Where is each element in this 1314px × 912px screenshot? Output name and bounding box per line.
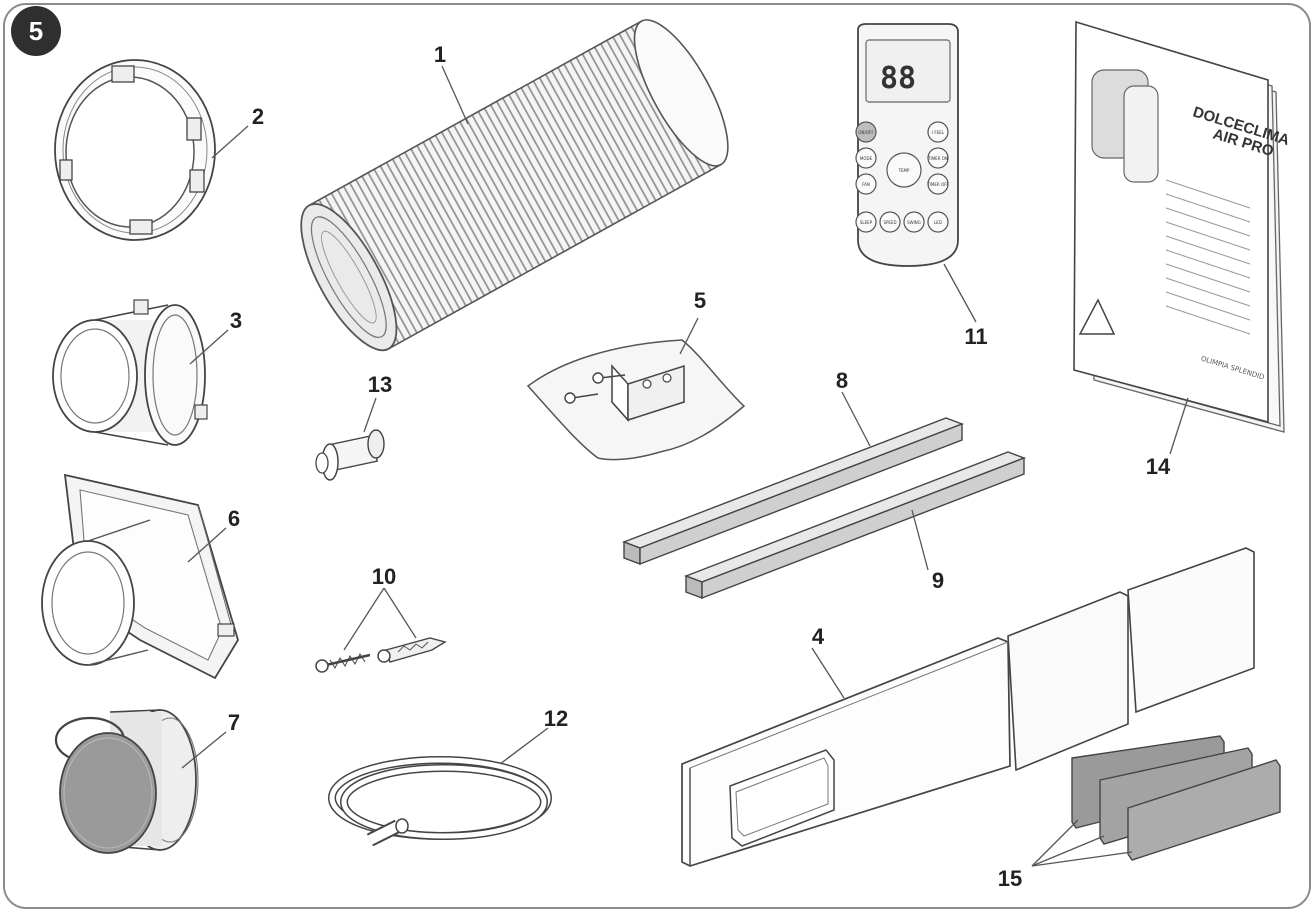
remote-button-label: TEMP	[898, 168, 910, 173]
remote-button-label: I FEEL	[932, 130, 945, 135]
callout-5: 5	[694, 288, 706, 313]
remote-button-label: LED	[934, 220, 942, 225]
callout-6: 6	[228, 506, 240, 531]
remote-button: SWING	[903, 211, 925, 233]
callout-14: 14	[1146, 454, 1171, 479]
callout-11: 11	[964, 324, 987, 349]
callout-4: 4	[812, 624, 825, 649]
remote-buttons: ON/OFF I FEEL MODE FAN TEMP TIMER ON TIMER OFF…	[855, 121, 949, 233]
remote-button-label: SLEEP	[860, 220, 873, 225]
callout-9: 9	[932, 568, 944, 593]
part-11-remote-control: 88 ON/OFF I FEEL MODE FAN TEMP TIMER ON TIMER …	[855, 23, 959, 267]
part-4-window-kit	[681, 547, 1255, 867]
callout-15: 15	[998, 866, 1022, 891]
step-badge-number: 5	[29, 16, 43, 46]
remote-button: FAN	[855, 173, 877, 195]
remote-button-label: FAN	[862, 182, 870, 187]
callout-8: 8	[836, 368, 848, 393]
remote-button: SLEEP	[855, 211, 877, 233]
callout-2: 2	[252, 104, 264, 129]
remote-button-label: TIMER OFF	[926, 182, 949, 187]
remote-button-label: TIMER ON	[927, 156, 948, 161]
remote-button-label: SWING	[907, 220, 921, 225]
remote-button-label: SPEED	[883, 220, 896, 225]
callout-leader-lines	[181, 65, 1189, 867]
callout-3: 3	[230, 308, 242, 333]
part-1-exhaust-hose	[300, 19, 729, 352]
callout-12: 12	[544, 706, 568, 731]
remote-button: MODE	[855, 147, 877, 169]
remote-button-label: ON/OFF	[858, 130, 874, 135]
part-5-fixing-kit-bag	[526, 339, 746, 461]
callout-numbers: 1 2 3 4 5 6 7 8 9 10 11 12 13 14 15	[228, 42, 1171, 891]
remote-button: TIMER ON	[927, 147, 949, 169]
part-9-sealing-strip	[684, 451, 1026, 600]
remote-button: TEMP	[886, 152, 922, 188]
part-10-screws-plugs	[315, 637, 447, 673]
remote-button: TIMER OFF	[926, 173, 949, 195]
part-7-valve-cap	[54, 709, 199, 854]
part-6-flat-nozzle	[41, 473, 239, 680]
remote-display-digits: 88	[880, 61, 916, 96]
step-badge: 5	[11, 6, 61, 56]
remote-button: ON/OFF	[855, 121, 877, 143]
remote-button-label: MODE	[860, 156, 873, 161]
remote-button: LED	[927, 211, 949, 233]
part-12-drain-tube	[328, 756, 552, 847]
part-2-ring-adapter	[54, 59, 216, 241]
part-3-round-connector	[52, 299, 208, 446]
part-14-user-manual: DOLCECLIMA AIR PRO OLIMPIA SPLENDID	[1073, 20, 1292, 433]
callout-7: 7	[228, 710, 240, 735]
callout-13: 13	[368, 372, 392, 397]
remote-button: I FEEL	[927, 121, 949, 143]
callout-10: 10	[372, 564, 396, 589]
part-13-drain-cap	[315, 429, 385, 481]
part-8-sealing-strip	[622, 417, 964, 566]
callout-1: 1	[434, 42, 446, 67]
part-15-adhesive-pads	[1071, 735, 1281, 861]
remote-button: SPEED	[879, 211, 901, 233]
